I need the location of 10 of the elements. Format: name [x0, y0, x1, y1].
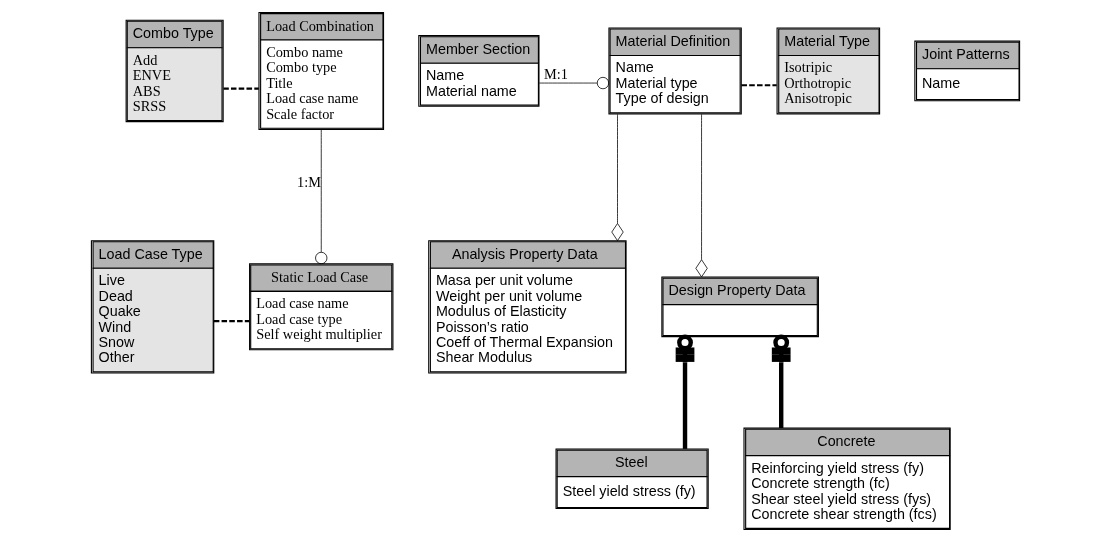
- connector: [213, 320, 249, 323]
- connector: [771, 334, 791, 428]
- edge-label: 1:M: [296, 173, 321, 190]
- connector: [694, 113, 708, 278]
- connector: [538, 76, 609, 90]
- connector: [222, 87, 259, 90]
- edge-label: M:1: [543, 66, 568, 83]
- connector: [740, 84, 777, 87]
- connector: [314, 129, 327, 265]
- connector: [610, 113, 624, 242]
